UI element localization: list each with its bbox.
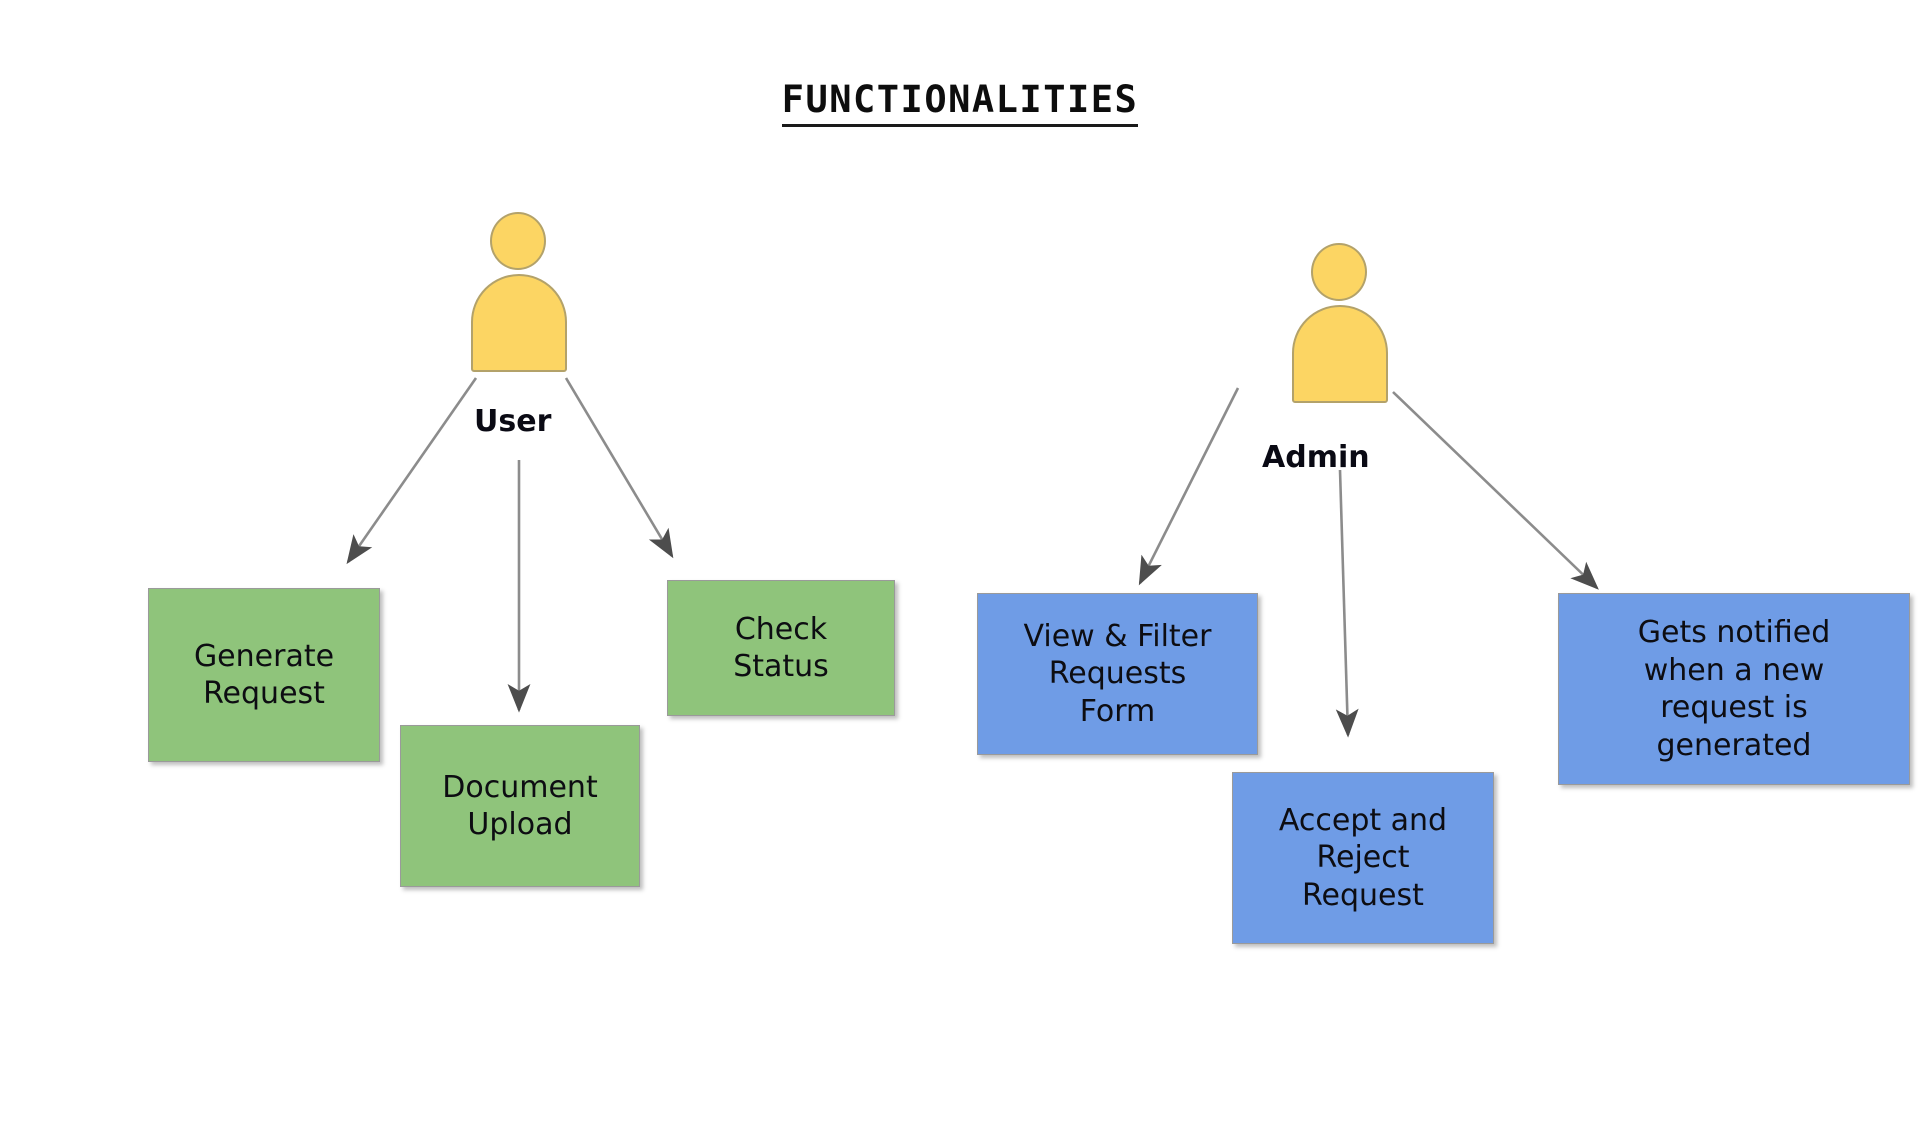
box-gets-notified[interactable]: Gets notified when a new request is gene… xyxy=(1558,593,1910,785)
connector-admin-to-accept-reject-request xyxy=(1335,469,1359,738)
box-line: Generate xyxy=(193,638,335,674)
connector-admin-to-view-filter-requests-form xyxy=(1138,387,1240,586)
box-line: Accept and xyxy=(1278,802,1448,838)
person-icon-head xyxy=(490,212,546,270)
box-generate-request[interactable]: Generate Request xyxy=(148,588,380,762)
box-line: Gets notified xyxy=(1637,615,1831,650)
box-line: Status xyxy=(733,649,829,684)
box-view-filter-requests-form[interactable]: View & Filter Requests Form xyxy=(977,593,1258,755)
actor-label-admin: Admin xyxy=(1262,440,1370,475)
box-line: Check xyxy=(734,611,828,647)
connector-admin-to-gets-notified xyxy=(1392,391,1599,590)
person-icon-body xyxy=(1292,305,1388,403)
box-line: Upload xyxy=(467,807,573,842)
box-accept-reject-request[interactable]: Accept and Reject Request xyxy=(1232,772,1494,944)
box-line: Document xyxy=(442,769,598,805)
page-title-text: FUNCTIONALITIES xyxy=(781,78,1139,127)
box-line: Request xyxy=(203,676,325,711)
actor-label-user: User xyxy=(474,404,552,439)
connector-user-to-check-status xyxy=(564,377,674,559)
box-document-upload[interactable]: Document Upload xyxy=(400,725,640,887)
box-line: Request xyxy=(1302,877,1424,913)
page-title: FUNCTIONALITIES xyxy=(0,78,1920,127)
box-check-status[interactable]: Check Status xyxy=(667,580,895,716)
box-line: Requests xyxy=(1048,656,1187,692)
box-line: View & Filter xyxy=(1023,618,1212,654)
box-line: request is xyxy=(1660,690,1808,725)
box-line: generated xyxy=(1656,727,1812,763)
person-icon-head xyxy=(1311,243,1367,301)
box-line: when a new xyxy=(1643,652,1825,688)
box-line: Reject xyxy=(1316,840,1410,876)
box-line: Form xyxy=(1079,693,1156,729)
person-icon-body xyxy=(471,274,567,372)
connector-user-to-generate-request xyxy=(346,377,478,565)
